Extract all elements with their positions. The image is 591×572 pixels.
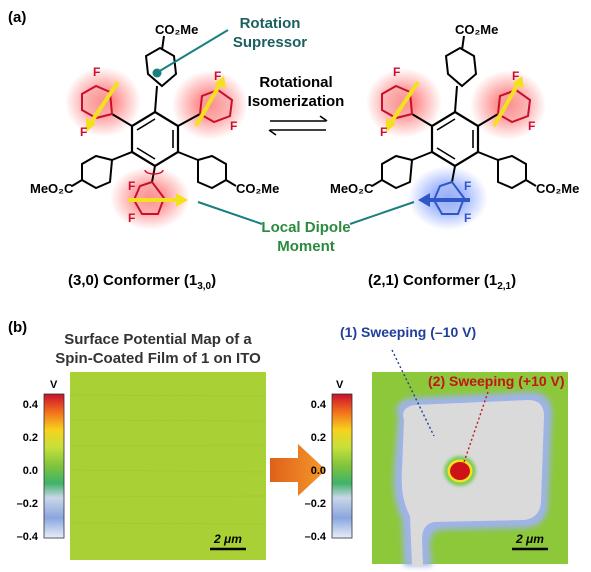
ester-label: CO₂Me	[536, 181, 579, 196]
conformer-label-right: (2,1) Conformer (12,1)	[368, 272, 516, 292]
central-benzene-ring	[130, 110, 180, 168]
potential-map-initial: 2 μm	[69, 372, 267, 560]
fluoroaryl-ring	[496, 88, 532, 124]
rotation-suppressor-pointer	[157, 29, 229, 73]
colorbar-unit: V	[336, 379, 344, 391]
fluorine-label: F	[393, 65, 400, 79]
lower-left-aryl-ring	[381, 154, 414, 190]
dipole-arrow	[492, 83, 520, 127]
dipole-pointer-left	[197, 201, 263, 225]
top-aryl-ring	[444, 46, 478, 88]
potential-map-after-sweeping: 2 μm	[372, 372, 568, 566]
fluorine-label: F	[230, 119, 237, 133]
colorbar-tick: –0.2	[305, 498, 326, 510]
local-dipole-line2: Moment	[277, 238, 335, 255]
fluorine-label: F	[464, 211, 471, 225]
colorbar-tick: 0.2	[23, 432, 38, 444]
dipole-pointer-right	[349, 201, 415, 225]
ester-label: CO₂Me	[236, 181, 279, 196]
conformer-label-left: (3,0) Conformer (13,0)	[68, 272, 216, 292]
molecule-3-0-conformer: F F F F F F CO₂Me MeO₂C CO₂Me	[30, 22, 279, 230]
positive-spot-core	[450, 462, 470, 480]
equilibrium-arrows-icon	[268, 115, 328, 136]
colorbar-right: V 0.4 0.2 0.0 –0.2 –0.4	[305, 379, 353, 543]
fluorine-label: F	[512, 69, 519, 83]
colorbar-tick: –0.4	[305, 531, 327, 543]
lower-left-aryl-ring	[81, 154, 114, 190]
negative-sweep-region	[401, 400, 544, 566]
molecule-2-1-conformer: F F F F F F CO₂Me MeO₂C CO₂Me	[330, 22, 579, 230]
colorbar-tick: –0.4	[17, 531, 39, 543]
colorbar-tick: 0.0	[311, 465, 326, 477]
rotation-arc-icon	[144, 169, 164, 175]
fluorine-label: F	[214, 69, 221, 83]
fluoroaryl-ring	[198, 88, 234, 124]
ester-label: MeO₂C	[30, 181, 74, 196]
lower-right-aryl-ring	[497, 154, 527, 190]
panel-a-label: (a)	[8, 9, 26, 26]
fluorine-label: F	[128, 179, 135, 193]
dipole-arrow	[388, 80, 420, 126]
local-dipole-line1: Local Dipole	[261, 219, 350, 236]
fluorine-label: F	[464, 179, 471, 193]
fluorine-label: F	[128, 211, 135, 225]
ester-label: CO₂Me	[155, 22, 198, 37]
rotation-suppressor-line1: Rotation	[240, 15, 301, 32]
colorbar-tick: 0.4	[23, 399, 39, 411]
colorbar-left: V 0.4 0.2 0.0 –0.2 –0.4	[17, 379, 65, 543]
colorbar-tick: –0.2	[17, 498, 38, 510]
ester-label: MeO₂C	[330, 181, 374, 196]
fluorine-label: F	[528, 119, 535, 133]
sweep2-label: (2) Sweeping (+10 V)	[428, 373, 565, 389]
fluorine-label: F	[80, 125, 87, 139]
colorbar-tick: 0.2	[311, 432, 326, 444]
colorbar-tick: 0.4	[311, 399, 327, 411]
dipole-arrow	[88, 80, 120, 126]
colorbar-unit: V	[50, 379, 58, 391]
isomerization-line1: Rotational	[259, 74, 332, 91]
lower-right-aryl-ring	[197, 154, 227, 190]
panel-b-label: (b)	[8, 319, 27, 336]
colorbar-tick: 0.0	[23, 465, 38, 477]
fluorine-label: F	[380, 125, 387, 139]
process-arrow-icon	[270, 444, 326, 496]
rotation-suppressor-line2: Supressor	[233, 34, 307, 51]
isomerization-line2: Isomerization	[248, 93, 345, 110]
top-aryl-ring	[144, 46, 178, 88]
sweep1-label: (1) Sweeping (–10 V)	[340, 324, 476, 340]
central-benzene-ring	[430, 110, 480, 168]
scale-bar-label: 2 μm	[515, 532, 544, 546]
fluorine-label: F	[93, 65, 100, 79]
map-title-line2: Spin-Coated Film of 1 on ITO	[55, 350, 261, 367]
dipole-arrow	[194, 83, 222, 127]
map-title-line1: Surface Potential Map of a	[64, 331, 252, 348]
scale-bar-label: 2 μm	[213, 532, 242, 546]
ester-label: CO₂Me	[455, 22, 498, 37]
